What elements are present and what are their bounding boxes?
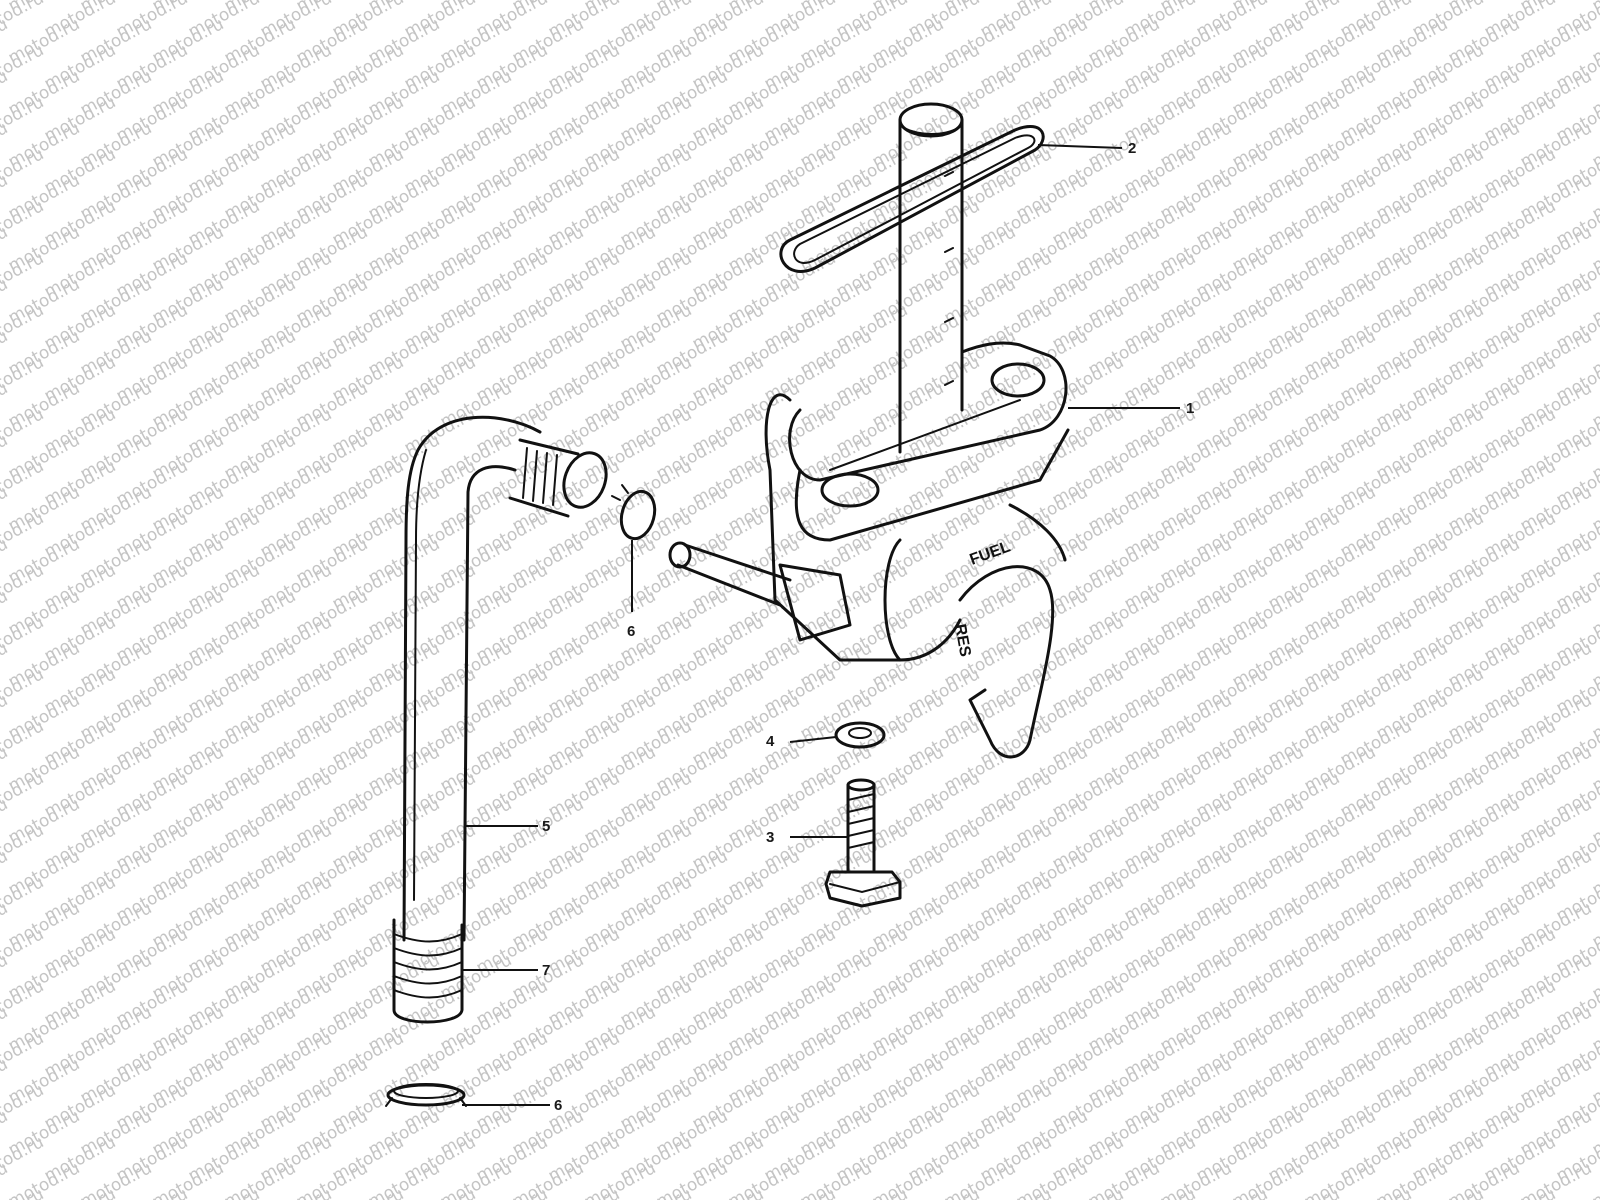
callout-4: 4	[766, 733, 775, 750]
callout-6-lower: 6	[554, 1097, 562, 1114]
callout-5: 5	[542, 818, 550, 835]
callout-1: 1	[1186, 400, 1194, 417]
callout-6-upper: 6	[627, 623, 635, 640]
callout-2: 2	[1128, 140, 1136, 157]
callout-7: 7	[542, 962, 550, 979]
callout-3: 3	[766, 829, 774, 846]
watermark-text: motod.ru	[1589, 0, 1600, 16]
